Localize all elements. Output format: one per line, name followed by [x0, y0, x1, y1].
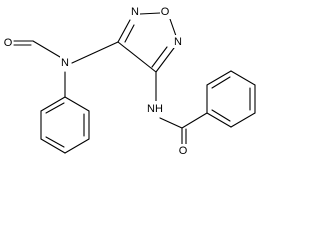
bond-ph2-f-inner: [211, 109, 231, 122]
bond-n5-c4-inner: [151, 46, 168, 68]
bond-ph1-c: [40, 138, 66, 154]
bond-ph2-c: [230, 70, 256, 86]
bond-ph2-b-inner: [211, 76, 231, 89]
bond-c3-n2-inner: [124, 24, 135, 43]
atom-o-carbonyl: O: [179, 145, 188, 157]
bond-ph2-b: [206, 70, 232, 86]
bond-ph1-c-inner: [45, 136, 65, 148]
atom-nh-amide: NH: [147, 103, 163, 115]
bond-c3-amine-n: [71, 41, 119, 64]
bond-n2-o1: [139, 12, 161, 15]
atom-o-oxadiazole: O: [161, 6, 170, 18]
bond-amine-n-formyl-c: [32, 40, 61, 58]
bond-ph1-f: [64, 96, 90, 112]
bond-o1-n5: [169, 18, 177, 37]
chemical-structure-diagram: N O N N O NH O: [2, 6, 256, 158]
bond-n5-c4: [155, 47, 175, 73]
bond-c4-c3: [117, 41, 157, 73]
atom-n-oxadiazole-right: N: [174, 36, 182, 48]
atom-n-amine: N: [61, 57, 69, 69]
bond-ph2-f: [206, 112, 232, 128]
bond-c3-n2: [117, 19, 131, 43]
bond-ph2-e: [230, 112, 256, 128]
atom-o-formyl: O: [4, 37, 13, 49]
atom-n-oxadiazole-top: N: [131, 6, 139, 18]
bond-ph1-a: [40, 96, 66, 112]
bonds: [13, 12, 256, 154]
bond-amide-n-carbonyl-c: [159, 117, 183, 129]
bond-ph1-d: [64, 138, 90, 154]
atom-labels: N O N N O NH O: [2, 6, 189, 158]
bond-ph1-a-inner: [45, 102, 65, 114]
bond-carbonyl-c-phenyl: [181, 112, 208, 129]
